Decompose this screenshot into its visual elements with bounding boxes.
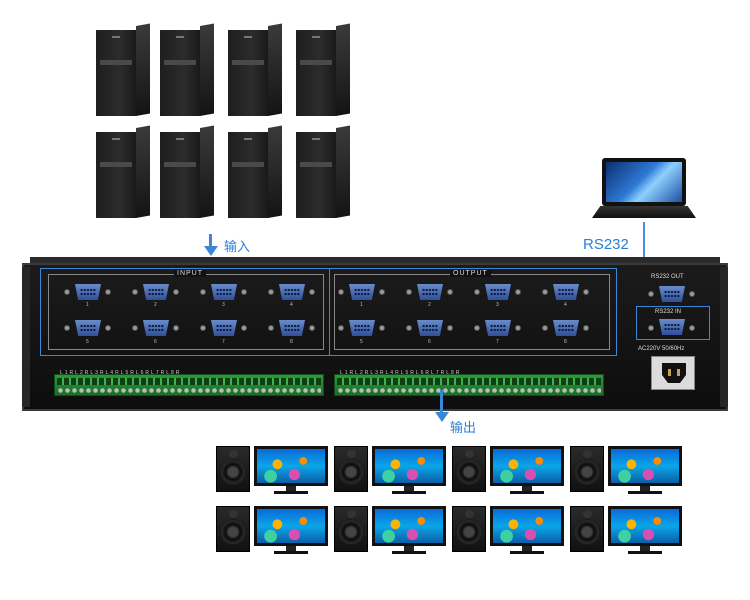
output-port-number: 4 <box>564 302 567 308</box>
input-port-number: 4 <box>290 302 293 308</box>
vga-port <box>279 320 305 336</box>
monitor-icon <box>608 446 682 496</box>
power-rating-label: AC220V 50/60Hz <box>638 346 684 352</box>
output-audio-terminal-block <box>334 374 604 396</box>
speaker-icon <box>216 446 250 492</box>
vga-port <box>349 320 375 336</box>
rs232-out-label: RS232 OUT <box>651 274 684 280</box>
speaker-icon <box>334 506 368 552</box>
monitor-icon <box>372 446 446 496</box>
input-arrow-head <box>204 246 218 256</box>
monitor-icon <box>254 506 328 556</box>
vga-port <box>211 320 237 336</box>
rs232-out-port <box>659 286 685 302</box>
rs232-in-label: RS232 IN <box>655 309 681 315</box>
vga-port <box>553 320 579 336</box>
input-port-number: 8 <box>290 339 293 345</box>
vga-port <box>417 320 443 336</box>
output-port-number: 2 <box>428 302 431 308</box>
input-label: 输入 <box>224 236 250 255</box>
pc-tower-icon <box>96 26 150 116</box>
vga-port <box>211 284 237 300</box>
input-port-number: 3 <box>222 302 225 308</box>
output-panel-title: OUTPUT <box>450 270 491 277</box>
input-port-number: 5 <box>86 339 89 345</box>
laptop-icon <box>592 158 696 220</box>
pc-tower-icon <box>296 128 350 218</box>
monitor-icon <box>608 506 682 556</box>
speaker-icon <box>216 506 250 552</box>
rs232-label: RS232 <box>583 236 629 253</box>
vga-port <box>553 284 579 300</box>
vga-port <box>279 284 305 300</box>
output-arrow-line <box>440 390 443 414</box>
vga-port <box>485 284 511 300</box>
output-port-number: 7 <box>496 339 499 345</box>
pc-tower-icon <box>96 128 150 218</box>
power-socket-icon <box>651 356 695 390</box>
vga-port <box>349 284 375 300</box>
speaker-icon <box>334 446 368 492</box>
speaker-icon <box>570 446 604 492</box>
input-port-number: 6 <box>154 339 157 345</box>
speaker-icon <box>570 506 604 552</box>
output-arrow-head <box>435 412 449 422</box>
input-port-number: 1 <box>86 302 89 308</box>
rack-ear-left <box>22 267 30 407</box>
pc-tower-icon <box>160 26 214 116</box>
output-port-number: 8 <box>564 339 567 345</box>
monitor-icon <box>490 506 564 556</box>
monitor-icon <box>490 446 564 496</box>
vga-port <box>485 320 511 336</box>
pc-tower-icon <box>296 26 350 116</box>
input-audio-terminal-block <box>54 374 324 396</box>
input-port-number: 2 <box>154 302 157 308</box>
output-port-number: 1 <box>360 302 363 308</box>
input-panel-title: INPUT <box>174 270 206 277</box>
input-port-number: 7 <box>222 339 225 345</box>
vga-port <box>417 284 443 300</box>
monitor-icon <box>372 506 446 556</box>
output-port-number: 3 <box>496 302 499 308</box>
rs232-in-port <box>659 319 685 335</box>
vga-port <box>143 284 169 300</box>
pc-tower-icon <box>228 26 282 116</box>
rack-ear-right <box>720 267 728 407</box>
speaker-icon <box>452 446 486 492</box>
monitor-icon <box>254 446 328 496</box>
vga-port <box>75 320 101 336</box>
output-label: 输出 <box>450 417 476 436</box>
output-port-number: 5 <box>360 339 363 345</box>
vga-port <box>75 284 101 300</box>
pc-tower-icon <box>228 128 282 218</box>
speaker-icon <box>452 506 486 552</box>
output-port-number: 6 <box>428 339 431 345</box>
pc-tower-icon <box>160 128 214 218</box>
vga-port <box>143 320 169 336</box>
